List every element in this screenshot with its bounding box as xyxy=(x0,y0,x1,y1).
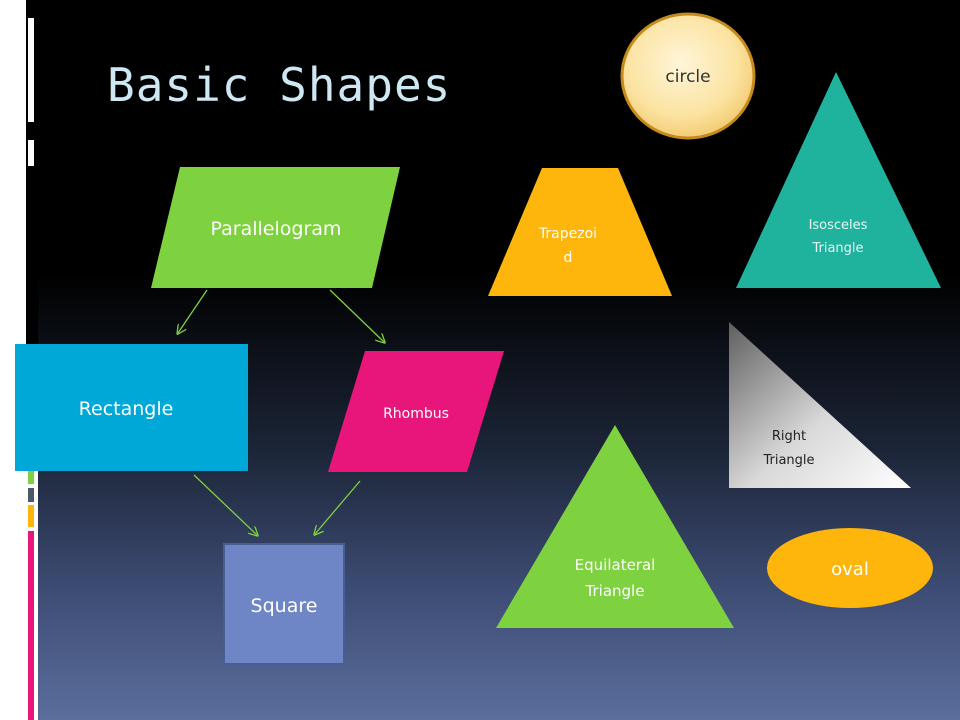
right-triangle-shape: Right Triangle xyxy=(729,322,911,488)
rhombus-shape: Rhombus xyxy=(328,351,504,472)
arrow-parallelogram-to-rectangle xyxy=(178,289,208,333)
trapezoid-label-line2: d xyxy=(564,250,573,266)
right-triangle-label-line1: Right xyxy=(772,429,806,444)
oval-label: oval xyxy=(831,559,869,580)
rectangle-shape: Rectangle xyxy=(15,344,248,471)
square-shape: Square xyxy=(223,543,345,665)
parallelogram-shape: Parallelogram xyxy=(151,167,400,288)
arrow-rectangle-to-square xyxy=(193,474,257,535)
oval-shape: oval xyxy=(767,528,933,608)
circle-label: circle xyxy=(665,67,710,87)
isosceles-label-line2: Triangle xyxy=(811,241,863,256)
slide-title: Basic Shapes xyxy=(107,58,452,112)
right-triangle-label-line2: Triangle xyxy=(762,453,814,468)
isosceles-triangle-shape: Isosceles Triangle xyxy=(736,72,941,288)
arrow-parallelogram-to-rhombus xyxy=(329,289,384,342)
equilateral-label-line1: Equilateral xyxy=(575,556,656,574)
rhombus-label: Rhombus xyxy=(383,406,449,422)
rectangle-label: Rectangle xyxy=(79,398,174,420)
equilateral-triangle-shape: Equilateral Triangle xyxy=(496,425,734,628)
circle-shape: circle xyxy=(620,12,756,140)
equilateral-label-line2: Triangle xyxy=(585,582,645,600)
square-label: Square xyxy=(251,595,318,617)
isosceles-label-line1: Isosceles xyxy=(809,218,868,233)
parallelogram-label: Parallelogram xyxy=(211,218,342,240)
trapezoid-shape: Trapezoi d xyxy=(488,168,672,296)
arrow-rhombus-to-square xyxy=(315,480,361,534)
trapezoid-label-line1: Trapezoi xyxy=(538,226,597,242)
